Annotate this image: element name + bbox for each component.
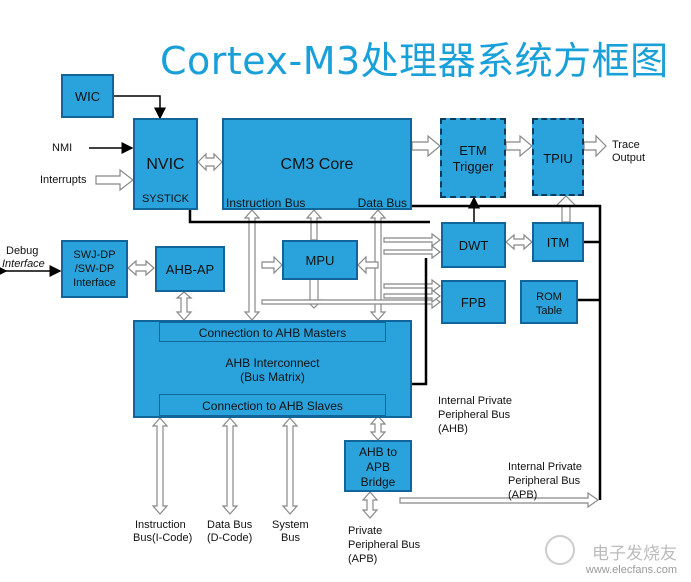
data-bus-label: Data Bus — [357, 196, 407, 210]
core-etm-bus-arrow — [411, 134, 441, 158]
etm-label-2: Trigger — [452, 159, 494, 174]
ppb-label-1: Private — [348, 525, 383, 537]
conn-slaves-strip: Connection to AHB Slaves — [159, 394, 386, 416]
instruction-bus-label: Instruction Bus — [226, 196, 306, 210]
ipb-ahb-label-3: (AHB) — [438, 423, 468, 435]
ahb-interconnect-label-1: AHB Interconnect — [225, 356, 320, 370]
ahb-ap-label: AHB-AP — [165, 262, 215, 277]
dwt-block: DWT — [441, 222, 506, 268]
fpb-block: FPB — [441, 280, 506, 324]
core-label: CM3 Core — [280, 156, 354, 173]
wic-to-nvic-line — [114, 95, 166, 120]
ipb-apb-label-3: (APB) — [508, 489, 538, 501]
rom-label-2: Table — [535, 305, 563, 317]
cm3-core-block: CM3 Core Instruction Bus Data Bus — [222, 118, 412, 210]
swj-label-1: SWJ-DP — [73, 249, 116, 261]
icode-label-2: Bus(I-Code) — [133, 532, 193, 544]
ahbap-ahb-bus-arrow — [175, 291, 193, 321]
interrupts-bus-arrow — [95, 168, 134, 192]
tpiu-trace-bus-arrow — [583, 134, 607, 158]
interrupts-label: Interrupts — [40, 174, 87, 186]
itm-block: ITM — [532, 222, 584, 262]
itm-label: ITM — [546, 235, 570, 250]
trace-label-2: Output — [612, 152, 646, 164]
watermark-logo — [545, 535, 575, 565]
mpu-block: MPU — [282, 240, 358, 280]
ipb-ahb-label-1: Internal Private — [438, 395, 512, 407]
icode-label-1: Instruction — [135, 519, 186, 531]
watermark-line-2: www.elecfans.com — [585, 564, 677, 576]
rom-label-1: ROM — [536, 291, 562, 303]
swj-label-2: /SW-DP — [74, 263, 115, 275]
sysbus-label-2: Bus — [281, 532, 300, 544]
conn-slaves-label: Connection to AHB Slaves — [202, 399, 343, 413]
swj-ahbap-bus-arrow — [127, 259, 155, 277]
etm-tpiu-bus-arrow — [505, 134, 533, 158]
bridge-label-1: AHB to — [358, 445, 397, 459]
conn-masters-label: Connection to AHB Masters — [198, 326, 347, 340]
ahb-apb-bridge-block: AHB to APB Bridge — [344, 440, 412, 492]
ahb-interconnect-block: Connection to AHB Masters AHB Interconne… — [133, 320, 412, 418]
nmi-label: NMI — [52, 142, 73, 154]
etm-label-1: ETM — [459, 143, 487, 158]
diagram-title: Cortex-M3处理器系统方框图 — [160, 39, 669, 83]
tpiu-block: TPIU — [532, 118, 584, 196]
ahb-interconnect-label-2: (Bus Matrix) — [240, 370, 305, 384]
watermark: 电子发烧友 www.elecfans.com — [586, 539, 677, 576]
swj-label-3: Interface — [73, 277, 116, 289]
debug-label-2: Interface — [2, 258, 45, 270]
ipb-ahb-label-2: Peripheral Bus — [438, 409, 511, 421]
ppb-label-2: Peripheral Bus — [348, 539, 421, 551]
ipb-apb-label-1: Internal Private — [508, 461, 582, 473]
mpu-right-arrow — [357, 255, 379, 275]
bridge-label-3: Bridge — [360, 475, 396, 489]
tpiu-label: TPIU — [543, 151, 573, 166]
sysbus-label-1: System — [272, 519, 309, 531]
conn-masters-strip: Connection to AHB Masters — [159, 322, 386, 342]
wic-label: WIC — [74, 89, 101, 104]
ahb-bridge-bus-arrow — [369, 415, 387, 441]
itm-tpiu-bus-arrow — [554, 195, 578, 223]
dwt-label: DWT — [458, 238, 489, 253]
bridge-label-2: APB — [365, 460, 390, 474]
dwt-itm-bus-arrow — [505, 233, 533, 251]
trace-label-1: Trace — [612, 139, 640, 151]
ppb-ahb-line — [188, 208, 430, 224]
dcode-label-2: (D-Code) — [207, 532, 253, 544]
system-bus-arrows — [151, 417, 299, 515]
rom-table-block: ROM Table — [520, 280, 578, 324]
swj-dp-block: SWJ-DP /SW-DP Interface — [61, 240, 128, 298]
ipb-apb-label-2: Peripheral Bus — [508, 475, 581, 487]
nvic-label: NVIC — [146, 156, 185, 173]
ppb-label-3: (APB) — [348, 553, 378, 565]
fpb-label: FPB — [460, 295, 487, 310]
bridge-apb-bus-arrow — [399, 491, 600, 509]
watermark-line-1: 电子发烧友 — [592, 544, 677, 563]
ahb-ap-block: AHB-AP — [155, 246, 225, 292]
nvic-core-bus-arrow — [197, 152, 223, 172]
ppb-backbone-line — [412, 204, 602, 500]
core-debug-bus-lines — [383, 232, 441, 304]
etm-block: ETM Trigger — [440, 118, 506, 198]
mpu-label: MPU — [305, 253, 335, 268]
wic-block: WIC — [61, 74, 114, 118]
dcode-label-1: Data Bus — [207, 519, 253, 531]
debug-label-1: Debug — [6, 245, 39, 257]
bridge-ppb-bus-arrow — [361, 491, 379, 519]
systick-label: SYSTICK — [141, 193, 190, 205]
mpu-left-arrow — [261, 255, 283, 275]
nvic-block: NVIC SYSTICK — [133, 118, 198, 210]
